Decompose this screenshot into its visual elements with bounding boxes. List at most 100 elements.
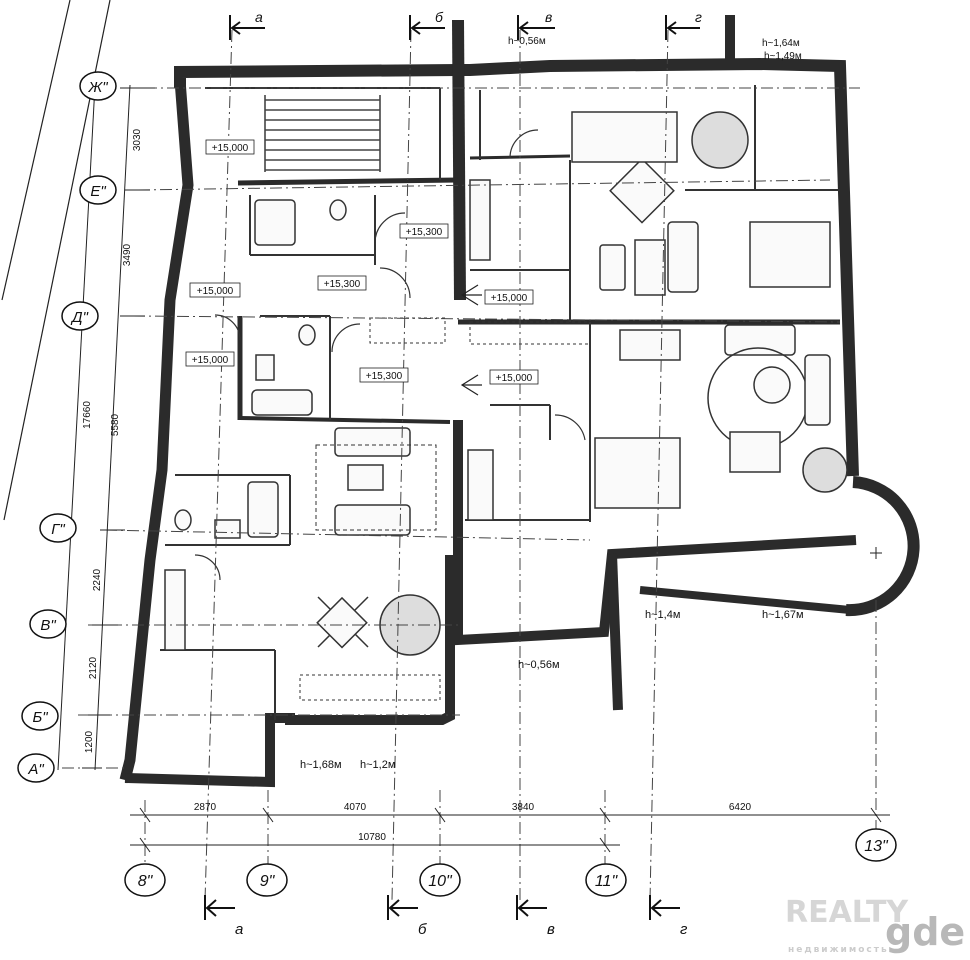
level-mark: +15,000 [496, 373, 533, 384]
section-letter: в [545, 9, 552, 25]
interior-walls [160, 85, 840, 720]
toilet [174, 509, 192, 531]
dim-label: 4070 [344, 802, 367, 813]
toilet [298, 324, 316, 346]
coffee-table [347, 464, 384, 491]
section-letter: б [435, 9, 444, 25]
axis-gridlines [62, 29, 877, 901]
round-table [753, 366, 791, 404]
height-note: h~1,67м [762, 609, 804, 621]
dim-label: 1200 [84, 730, 95, 753]
level-marks [185, 139, 539, 385]
exterior-walls [119, 15, 920, 788]
height-note: h~0,56м [508, 36, 546, 47]
sink [255, 354, 275, 381]
col-axis-label: 9" [260, 873, 276, 890]
dim-label: 5580 [110, 413, 121, 436]
col-axis-bubbles [124, 828, 897, 897]
sofa [334, 504, 411, 536]
entry-arrows [460, 284, 482, 396]
bed [594, 437, 681, 509]
level-mark: +15,000 [491, 293, 528, 304]
row-axis-label: Ж" [87, 79, 108, 96]
col-axis-label: 10" [428, 873, 453, 890]
dim-label: 3490 [122, 243, 133, 266]
dim-label: 6420 [729, 802, 752, 813]
rotunda-center-mark [870, 547, 882, 559]
closet [469, 321, 591, 345]
level-mark: +15,300 [324, 279, 361, 290]
col-axis-label: 11" [595, 873, 619, 890]
section-letter: в [547, 921, 555, 938]
plant [379, 594, 441, 656]
dining-table [609, 157, 675, 224]
kitchen-counter [467, 449, 494, 521]
dining-table [619, 329, 681, 361]
height-note: h~0,56м [518, 659, 560, 671]
site-line [1, 0, 71, 301]
height-note: h~1,4м [645, 609, 680, 621]
coffee-table [634, 239, 666, 296]
doors [194, 129, 586, 581]
level-mark: +15,300 [366, 371, 403, 382]
section-letter: а [235, 921, 243, 938]
dim-label: 2240 [92, 568, 103, 591]
dim-label: 3840 [512, 802, 535, 813]
kitchen-counter [469, 179, 491, 261]
section-markers [204, 15, 700, 920]
closet [299, 674, 441, 701]
level-mark: +15,000 [192, 355, 229, 366]
rug [571, 111, 678, 163]
row-axis-label: Б" [32, 709, 48, 726]
bathtub [254, 199, 296, 246]
bed [749, 221, 831, 288]
section-letter: б [418, 921, 427, 938]
stairs [264, 95, 381, 172]
dim-label: 2120 [88, 656, 99, 679]
armchair [599, 244, 626, 291]
watermark-logo: REALTY gde недвижимость [785, 895, 965, 955]
row-axis-bubbles [17, 71, 117, 783]
svg-text:REALTY: REALTY [785, 895, 909, 930]
col-axis-label: 13" [864, 838, 889, 855]
row-axis-label: А" [27, 761, 44, 778]
plant [691, 111, 749, 169]
sofa [334, 427, 411, 457]
row-axis-label: Г" [51, 521, 65, 538]
desk [729, 431, 781, 473]
dim-label: 2870 [194, 802, 217, 813]
plant [802, 447, 848, 493]
row-axis-label: В" [40, 617, 56, 634]
dim-label: 3030 [132, 128, 143, 151]
section-letter: а [255, 9, 263, 25]
sink [214, 519, 241, 539]
section-letter: г [695, 9, 702, 25]
row-axis-label: Д" [70, 309, 89, 326]
height-note: h~1,64м [762, 38, 800, 49]
bathtub [247, 481, 279, 538]
dim-label: 17660 [82, 401, 93, 429]
kitchen-counter [164, 569, 186, 651]
dining-table [316, 596, 368, 649]
sofa [724, 324, 796, 356]
level-mark: +15,000 [212, 143, 249, 154]
col-axis-label: 8" [138, 873, 154, 890]
row-axis-label: Е" [90, 183, 106, 200]
height-note: h~1,49м [764, 51, 802, 62]
height-note: h~1,68м [300, 759, 342, 771]
dim-label: 10780 [358, 832, 386, 843]
closet [369, 317, 446, 344]
svg-text:недвижимость: недвижимость [788, 945, 889, 955]
sofa [804, 354, 831, 426]
sofa [667, 221, 699, 293]
svg-text:gde: gde [885, 910, 965, 954]
level-mark: +15,000 [197, 286, 234, 297]
level-mark: +15,300 [406, 227, 443, 238]
bathtub [251, 389, 313, 416]
section-letter: г [680, 921, 688, 938]
furniture [164, 111, 848, 701]
height-note: h~1,2м [360, 759, 395, 771]
horizontal-dim-chain [130, 807, 890, 853]
toilet [329, 199, 347, 221]
